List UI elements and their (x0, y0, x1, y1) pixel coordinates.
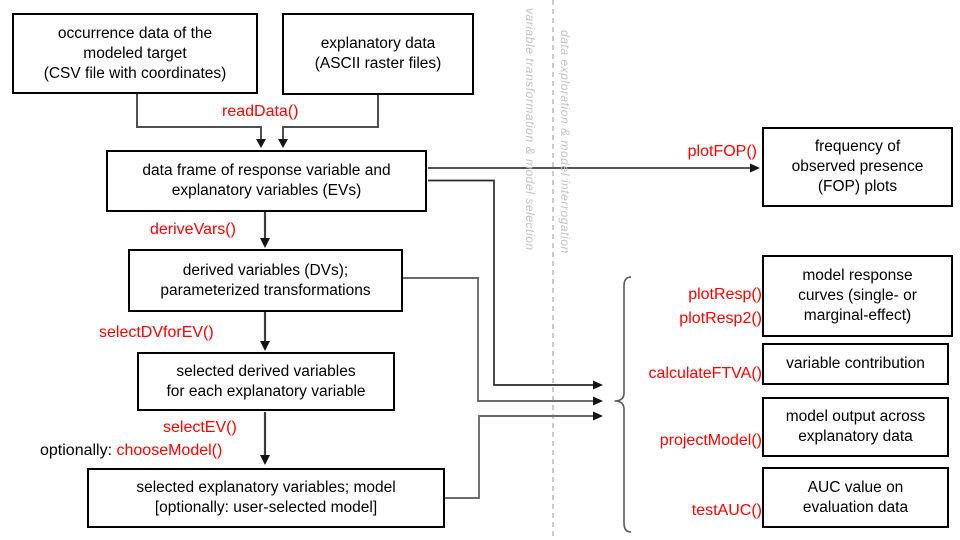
route-occurrence-to-dataframe (136, 94, 262, 140)
arrowhead-brace-bottom (593, 411, 603, 421)
label-plotresp2: plotResp2() (679, 310, 762, 327)
label-calculateftva: calculateFTVA() (648, 365, 762, 382)
box-response-curves: model response curves (single- or margin… (762, 255, 953, 337)
box-derived-variables: derived variables (DVs); parameterized t… (128, 249, 403, 312)
box-selected-explanatory-variables: selected explanatory variables; model [o… (87, 468, 445, 528)
box-selected-derived-variables: selected derived variables for each expl… (137, 352, 395, 411)
side-label-data-exploration: data exploration & model interrogation (558, 30, 572, 254)
arrowhead-brace-middle (593, 396, 603, 406)
label-optionally-prefix: optionally: (40, 442, 117, 459)
box-data-frame: data frame of response variable and expl… (106, 150, 427, 212)
label-readdata: readData() (222, 103, 299, 120)
label-plotfop: plotFOP() (687, 143, 757, 160)
readdata-routes (136, 94, 379, 140)
label-derivevars: deriveVars() (150, 221, 236, 238)
box-model-output: model output across explanatory data (762, 397, 949, 457)
curly-brace (614, 276, 632, 533)
arrowhead-selectedev (260, 455, 270, 465)
route-derived-to-brace (402, 277, 593, 402)
box-auc-value: AUC value on evaluation data (762, 467, 949, 528)
arrowhead-down-right (278, 139, 288, 148)
box-fop-plots: frequency of observed presence (FOP) plo… (762, 127, 953, 207)
label-selectdvforev: selectDVforEV() (99, 324, 214, 341)
label-selectev: selectEV() (163, 419, 237, 436)
route-model-to-brace (445, 415, 593, 499)
box-variable-contribution: variable contribution (762, 343, 949, 385)
arrowhead-plotfop (750, 163, 760, 173)
route-explanatory-to-dataframe (282, 95, 379, 140)
arrowhead-down-left (256, 139, 266, 148)
label-plotresp: plotResp() (688, 286, 762, 303)
label-optionally-choosemodel: optionally: chooseModel() (40, 442, 222, 460)
box-occurrence-data: occurrence data of the modeled target (C… (12, 13, 258, 94)
side-label-variable-transformation: variable transformation & model selectio… (523, 8, 537, 251)
box-explanatory-data: explanatory data (ASCII raster files) (282, 13, 474, 95)
arrowhead-brace-top (593, 380, 603, 390)
label-choosemodel: chooseModel() (116, 442, 223, 459)
route-dataframe-to-brace (428, 179, 593, 386)
arrowhead-selecteddv (260, 341, 270, 351)
label-testauc: testAUC() (691, 502, 762, 519)
label-projectmodel: projectModel() (659, 432, 762, 449)
arrowhead-derived (260, 238, 270, 248)
